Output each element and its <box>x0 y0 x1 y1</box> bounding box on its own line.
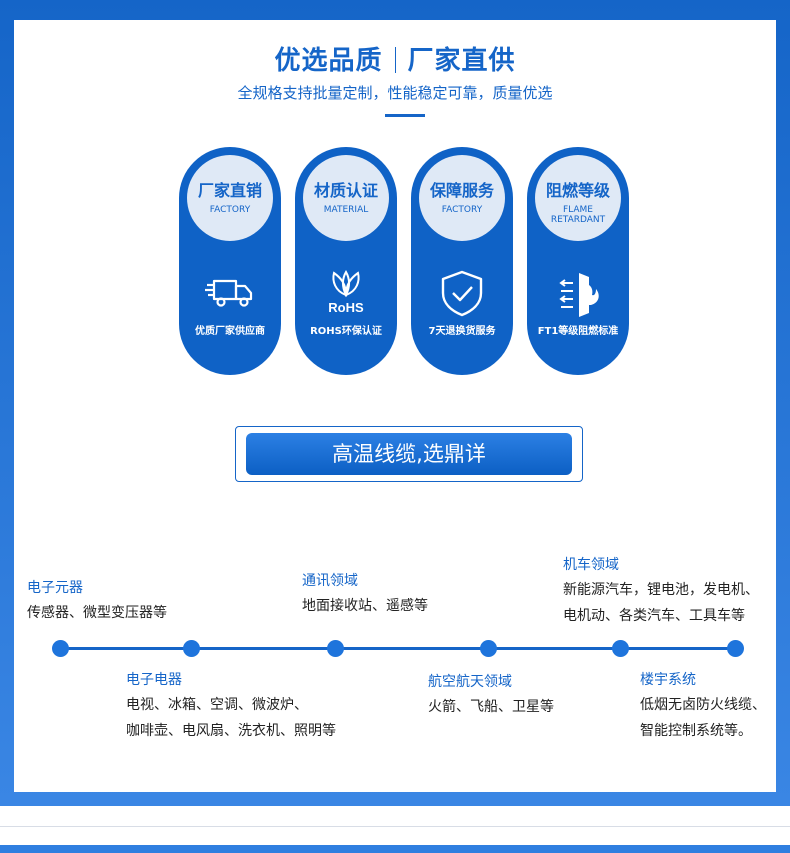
feature-title: 阻燃等级 <box>545 181 610 200</box>
timeline-text: 电视、冰箱、空调、微波炉、 <box>126 697 308 713</box>
title-separator <box>394 47 396 73</box>
flame-door-icon <box>559 273 599 317</box>
feature-title: 材质认证 <box>313 181 378 200</box>
feature-circle: 厂家直销 FACTORY <box>187 155 273 241</box>
feature-sub: FLAME RETARDANT <box>550 205 606 225</box>
timeline-title: 机车领域 <box>563 557 619 573</box>
timeline-text: 咖啡壶、电风扇、洗衣机、照明等 <box>126 723 336 739</box>
timeline-text: 火箭、飞船、卫星等 <box>428 699 554 715</box>
cta-button[interactable]: 高温线缆,选鼎详 <box>246 433 572 475</box>
title-left: 优选品质 <box>274 46 383 76</box>
timeline-line <box>60 647 736 650</box>
timeline-dot <box>727 640 744 657</box>
timeline-text: 新能源汽车，锂电池，发电机、 <box>563 582 759 598</box>
truck-icon <box>205 279 253 307</box>
feature-caption: ROHS环保认证 <box>310 326 382 337</box>
timeline-dot <box>52 640 69 657</box>
feature-title: 厂家直销 <box>197 181 262 200</box>
feature-sub: FACTORY <box>441 205 483 215</box>
feature-title: 保障服务 <box>429 181 494 200</box>
feature-caption: 优质厂家供应商 <box>195 326 265 337</box>
timeline-title: 航空航天领域 <box>428 674 512 690</box>
page-title: 优选品质厂家直供 <box>0 40 790 77</box>
content-panel <box>14 20 776 792</box>
cta-frame <box>235 426 583 482</box>
feature-sub: MATERIAL <box>323 205 369 215</box>
timeline-text: 地面接收站、遥感等 <box>302 598 428 614</box>
feature-sub: FACTORY <box>209 205 251 215</box>
timeline-dot <box>183 640 200 657</box>
feature-caption: 7天退换货服务 <box>428 326 496 337</box>
title-right: 厂家直供 <box>407 46 516 76</box>
rohs-leaf-icon: RoHS <box>328 269 364 315</box>
feature-caption: FT1等级阻燃标准 <box>537 326 619 337</box>
timeline-title: 电子电器 <box>126 672 182 688</box>
shield-check-icon <box>441 270 483 317</box>
bottom-strip <box>0 845 790 853</box>
timeline-dot <box>327 640 344 657</box>
timeline-text: 传感器、微型变压器等 <box>27 605 167 621</box>
timeline-dot <box>612 640 629 657</box>
title-underline <box>385 114 425 117</box>
timeline-text: 电机动、各类汽车、工具车等 <box>563 608 745 624</box>
timeline-title: 电子元器 <box>27 580 83 596</box>
feature-circle: 材质认证 MATERIAL <box>303 155 389 241</box>
timeline-text: 智能控制系统等。 <box>640 723 752 739</box>
feature-circle: 保障服务 FACTORY <box>419 155 505 241</box>
timeline-title: 通讯领域 <box>302 573 358 589</box>
feature-card-factory: 厂家直销 FACTORY 优质厂家供应商 <box>179 147 281 375</box>
timeline-dot <box>480 640 497 657</box>
feature-card-material: 材质认证 MATERIAL RoHS ROHS环保认证 <box>295 147 397 375</box>
feature-card-service: 保障服务 FACTORY 7天退换货服务 <box>411 147 513 375</box>
rohs-text: RoHS <box>328 300 364 315</box>
feature-card-flame: 阻燃等级 FLAME RETARDANT FT1等级阻燃标准 <box>527 147 629 375</box>
feature-circle: 阻燃等级 FLAME RETARDANT <box>535 155 621 241</box>
divider <box>0 826 790 827</box>
timeline-title: 楼宇系统 <box>640 672 696 688</box>
timeline-text: 低烟无卤防火线缆、 <box>640 697 766 713</box>
page-subtitle: 全规格支持批量定制，性能稳定可靠，质量优选 <box>237 84 553 102</box>
